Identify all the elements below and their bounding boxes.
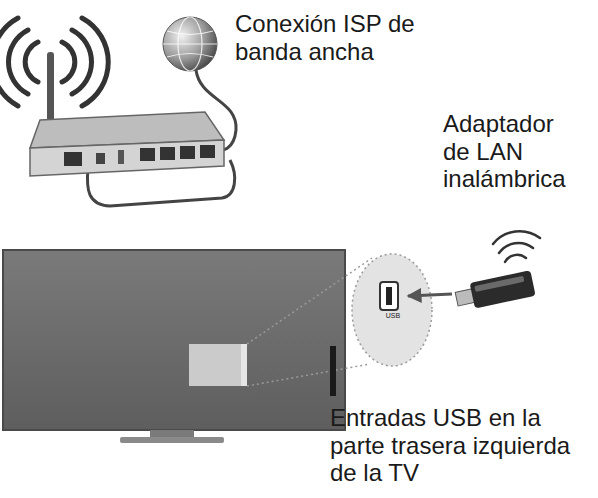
- wifi-wave: [62, 42, 75, 82]
- antenna: [47, 52, 54, 124]
- wifi-dongle: [454, 270, 536, 312]
- tv-screen: [3, 250, 345, 430]
- globe-equator: [163, 43, 217, 44]
- wifi-waves: [0, 18, 108, 106]
- insert-arrow: [408, 294, 452, 296]
- adapter-label: Adaptador de LAN inalámbrica: [443, 110, 578, 193]
- usb-port: [380, 282, 398, 310]
- leader-bar: [330, 346, 336, 396]
- wifi-wave: [505, 255, 526, 262]
- router-front: [30, 140, 224, 176]
- zoom-circle: [352, 254, 432, 366]
- globe: [163, 17, 217, 71]
- globe-icon: [163, 17, 217, 71]
- port-label: USB: [378, 312, 408, 320]
- dongle-body: [470, 270, 536, 308]
- zoom-line: [247, 364, 370, 386]
- usb-inputs-label: Entradas USB en la parte trasera izquier…: [330, 404, 588, 487]
- usb-area-edge: [241, 344, 247, 386]
- dongle-waves: [493, 231, 540, 262]
- tv-base: [120, 437, 224, 443]
- router-power: [96, 153, 105, 164]
- wifi-wave: [8, 30, 28, 94]
- wifi-wave: [25, 42, 38, 82]
- router-port: [200, 145, 215, 158]
- tv-neck: [150, 430, 194, 438]
- usb-area: [189, 344, 241, 386]
- globe-parallel: [167, 31, 213, 35]
- usb-port-tongue: [386, 287, 392, 305]
- wifi-wave: [0, 18, 18, 106]
- router-port: [160, 147, 175, 160]
- isp-label: Conexión ISP de banda ancha: [235, 10, 447, 65]
- router-port: [180, 146, 195, 159]
- globe-parallel: [167, 54, 213, 58]
- router-switch: [118, 150, 124, 164]
- dongle-highlight: [474, 276, 524, 292]
- router-port: [64, 152, 82, 166]
- wifi-wave: [72, 30, 92, 94]
- wifi-wave: [82, 18, 108, 106]
- wifi-wave: [499, 243, 533, 253]
- tv: [3, 250, 345, 443]
- router: [30, 112, 224, 176]
- router-port: [140, 148, 155, 161]
- wifi-wave: [493, 231, 540, 244]
